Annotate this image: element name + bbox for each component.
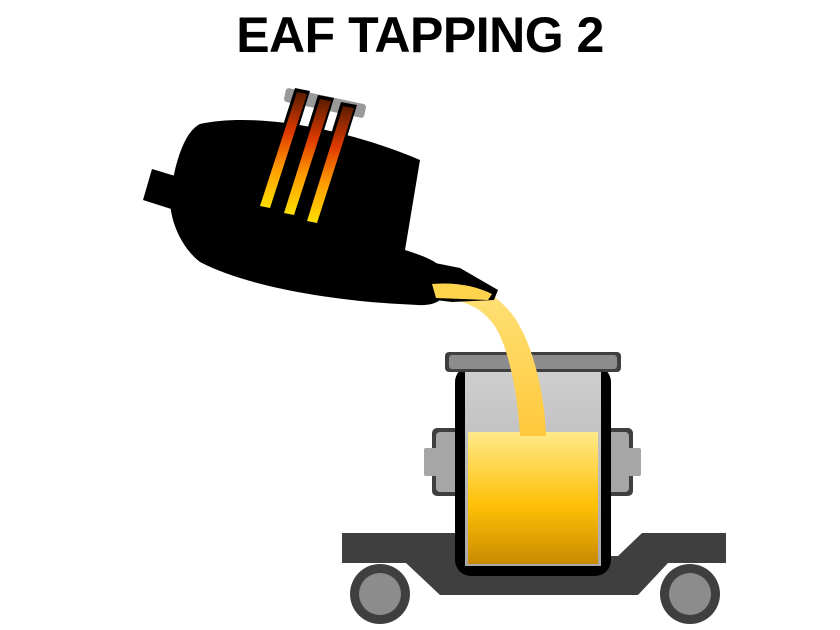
ladle-icon (424, 352, 641, 576)
electrode-2 (280, 95, 334, 220)
spout-molten-lip (432, 283, 492, 300)
wheel-icon (660, 564, 720, 624)
electrode-3 (303, 102, 357, 228)
trunnion-left (424, 428, 462, 496)
molten-steel-pool (468, 432, 598, 564)
molten-steel-stream-icon (440, 284, 546, 436)
electrode-1 (256, 88, 310, 213)
page-title: EAF TAPPING 2 (236, 7, 604, 63)
wheel-icon (350, 564, 410, 624)
graphite-electrodes-icon (256, 88, 367, 228)
